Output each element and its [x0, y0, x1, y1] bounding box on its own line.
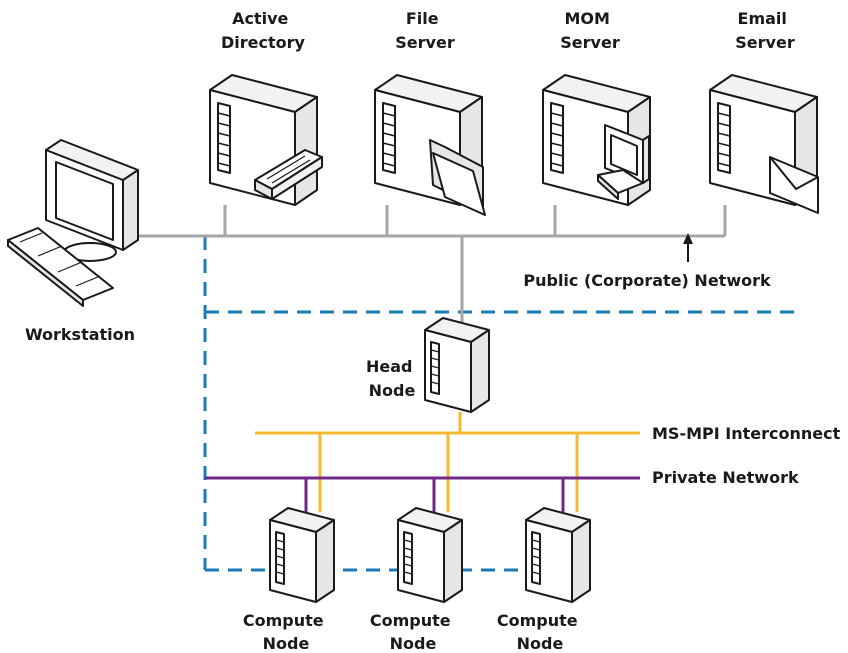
folder-icon — [429, 139, 486, 216]
email-server-label: Email Server — [735, 9, 795, 52]
email-server — [709, 74, 819, 214]
mom-server-label: MOM Server — [560, 9, 620, 52]
public-network-arrow — [683, 233, 693, 262]
cluster-boundary — [203, 236, 795, 572]
compute-node-server-2 — [397, 507, 463, 603]
public-network-label: Public (Corporate) Network — [523, 271, 771, 290]
workstation-label: Workstation — [25, 325, 135, 344]
workstation-icon — [7, 139, 139, 307]
head-node-server — [424, 317, 490, 413]
mpi-interconnect-lines — [255, 412, 640, 512]
private-network-lines — [205, 476, 640, 512]
head-node-label: Head Node — [366, 357, 418, 400]
active-directory-server — [209, 74, 323, 206]
private-network-label: Private Network — [652, 468, 799, 487]
compute-node-label-3: Compute Node — [497, 611, 583, 653]
keyboard-icon — [254, 149, 323, 200]
compute-node-label-1: Compute Node — [243, 611, 329, 653]
compute-node-server-1 — [269, 507, 335, 603]
file-server — [374, 74, 486, 216]
active-directory-label: Active Directory — [221, 9, 306, 52]
compute-node-server-3 — [525, 507, 591, 603]
public-network-lines — [138, 205, 727, 322]
mpi-interconnect-label: MS-MPI Interconnect — [652, 424, 841, 443]
compute-node-label-2: Compute Node — [370, 611, 456, 653]
file-server-label: File Server — [395, 9, 455, 52]
monitor-icon — [597, 124, 650, 200]
envelope-icon — [769, 156, 819, 214]
mom-server — [542, 74, 651, 206]
